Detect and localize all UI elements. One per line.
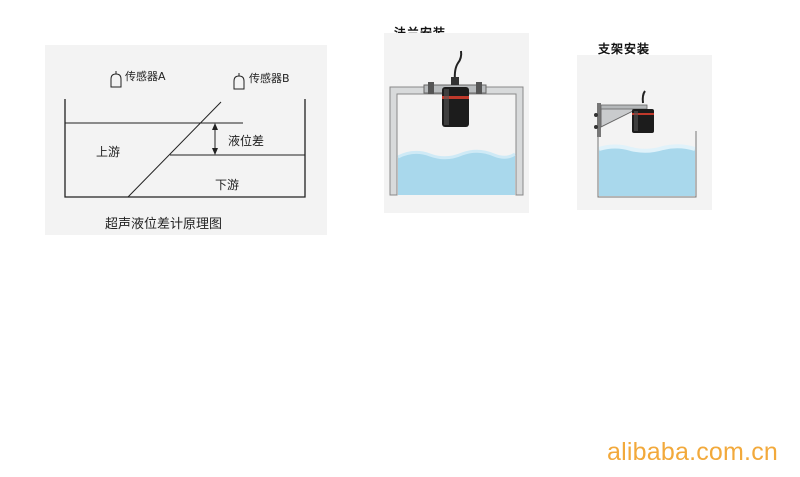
flange-frame <box>389 86 524 196</box>
bracket-sensor-cable <box>641 90 646 104</box>
bracket-tank-outline <box>597 131 697 198</box>
flange-water-surface <box>397 149 516 160</box>
bracket-top-bar <box>600 104 648 110</box>
flange-mount-panel <box>384 33 529 213</box>
arrow-head-down-icon <box>212 148 218 155</box>
arrow-head-up-icon <box>212 123 218 130</box>
bracket-mount-svg <box>594 90 697 198</box>
bracket-wall-plate <box>597 103 601 137</box>
sensor-b-icon <box>233 73 245 90</box>
sensor-a-label: 传感器A <box>125 70 166 83</box>
flange-bolt-left-icon <box>428 82 434 94</box>
downstream-label: 下游 <box>215 178 240 192</box>
bracket-water <box>599 146 695 196</box>
bracket-mount-title: 支架安装 <box>598 42 651 56</box>
alibaba-watermark: alibaba.com.cn <box>607 438 778 466</box>
principle-caption: 超声液位差计原理图 <box>105 217 223 232</box>
upstream-label: 上游 <box>96 145 121 159</box>
bracket-arm <box>600 106 638 128</box>
principle-diagram-panel: 传感器A 传感器B 上游 下游 液位差 超声液位差计原理图 <box>45 45 327 235</box>
sensor-b-label: 传感器B <box>249 72 290 85</box>
bracket-sensor-icon <box>632 109 654 133</box>
flange-mount-svg <box>389 50 524 196</box>
bracket-bolt-top-icon <box>594 113 598 117</box>
flange-water <box>398 151 515 195</box>
principle-diagram-svg <box>64 71 306 198</box>
flange-cable-gland <box>451 77 459 85</box>
level-diff-label: 液位差 <box>228 134 265 148</box>
flange-sensor-icon <box>442 87 469 127</box>
bracket-mount-panel <box>577 55 712 210</box>
weir-divider-line <box>127 101 222 198</box>
flange-sensor-cable <box>453 50 463 82</box>
bracket-water-surface <box>598 144 696 153</box>
sensor-a-icon <box>110 71 122 88</box>
tank-outline <box>64 99 306 198</box>
flange-bolt-right-icon <box>476 82 482 94</box>
bracket-bolt-bottom-icon <box>594 125 598 129</box>
